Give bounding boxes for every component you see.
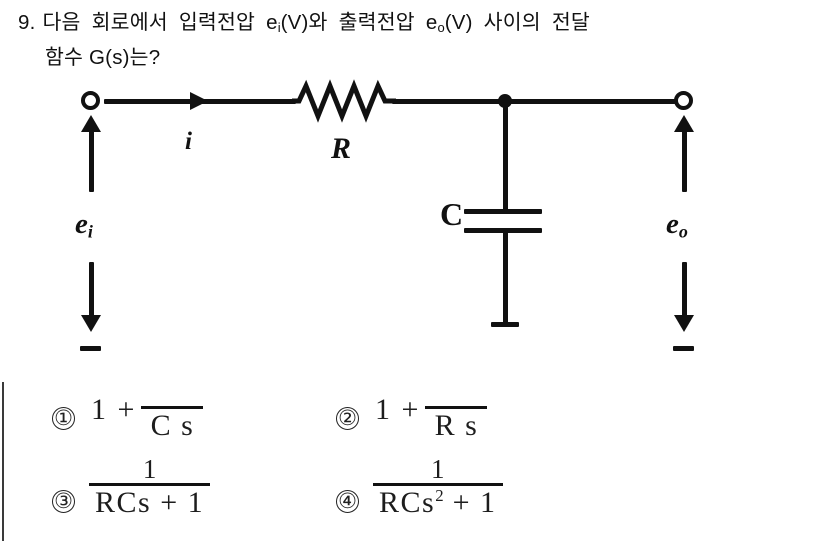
node-junction xyxy=(498,94,512,108)
answer-option-1-fraction-bar xyxy=(141,406,204,409)
question-word-4: (V)와 xyxy=(280,11,328,34)
input-arrow-stem-upper xyxy=(88,130,94,192)
input-polarity-arrow-down xyxy=(81,315,101,332)
capacitor-label: C xyxy=(440,196,464,232)
question-word-5: 출력전압 xyxy=(338,11,415,34)
output-voltage-symbol: e xyxy=(425,11,438,34)
answer-option-3-marker: ③ xyxy=(52,490,75,514)
answer-option-1[interactable]: ① 1 + C s xyxy=(52,386,204,442)
question-word-2: 회로에서 xyxy=(91,11,168,34)
answer-option-2-denominator: R s xyxy=(434,409,479,442)
resistor-symbol xyxy=(292,79,396,123)
output-voltage-sub: o xyxy=(678,221,688,242)
output-voltage-label: eo xyxy=(666,208,688,242)
output-terminal xyxy=(674,91,693,110)
input-voltage-symbol: e xyxy=(266,11,278,34)
answer-option-1-lead: 1 + xyxy=(91,392,137,426)
answer-option-1-denominator: C s xyxy=(150,409,195,442)
answer-option-1-numerator xyxy=(159,386,186,406)
input-voltage-letter: e xyxy=(75,208,88,240)
capacitor-bottom-cap xyxy=(491,322,519,327)
input-voltage-sub: i xyxy=(87,221,93,242)
output-polarity-arrow-down xyxy=(674,315,694,332)
answer-option-2-marker: ② xyxy=(336,407,359,430)
output-minus-sign xyxy=(673,346,694,351)
answer-option-3-fraction: 1 RCs + 1 xyxy=(89,454,211,520)
answers-left-rule xyxy=(2,382,4,541)
output-voltage-letter: e xyxy=(666,208,679,240)
answer-option-2-lead: 1 + xyxy=(375,392,421,426)
input-voltage-subscript: i xyxy=(277,19,281,35)
question-word-3: 입력전압 xyxy=(178,11,256,34)
wire-capacitor-lower xyxy=(502,230,508,326)
answer-option-4-denominator-tail: + 1 xyxy=(443,486,497,520)
output-arrow-stem-upper xyxy=(681,130,687,192)
answer-option-3-denominator: RCs + 1 xyxy=(95,486,205,520)
circuit-diagram: i R ei C eo xyxy=(0,72,826,368)
answer-option-1-fraction: C s xyxy=(141,386,204,442)
current-label: i xyxy=(185,128,192,155)
question-number: 9. xyxy=(18,11,36,34)
input-arrow-stem-lower xyxy=(88,262,94,318)
answer-option-4-fraction-bar xyxy=(373,483,503,487)
answer-option-4[interactable]: ④ 1 RCs2 + 1 xyxy=(336,455,503,519)
answer-option-2-fraction-bar xyxy=(425,406,488,409)
wire-top-middle xyxy=(392,99,510,104)
input-minus-sign xyxy=(80,346,101,351)
question-word-7: 사이의 xyxy=(483,11,541,34)
answer-option-4-fraction: 1 RCs2 + 1 xyxy=(373,455,503,519)
answer-option-2[interactable]: ② 1 + R s xyxy=(336,386,488,442)
question-line-2: 함수 G(s)는? xyxy=(45,45,161,69)
question-word-6: (V) xyxy=(444,11,473,34)
answer-option-4-denominator-exponent: 2 xyxy=(435,486,444,506)
input-polarity-arrow-up xyxy=(81,115,101,132)
answer-option-1-marker: ① xyxy=(52,407,75,430)
resistor-label: R xyxy=(331,132,352,165)
answer-option-3[interactable]: ③ 1 RCs + 1 xyxy=(52,454,211,520)
output-arrow-stem-lower xyxy=(681,262,687,318)
output-polarity-arrow-up xyxy=(674,115,694,132)
answer-option-1-expression: 1 + C s xyxy=(91,386,204,442)
output-voltage-subscript: o xyxy=(437,19,445,35)
current-direction-arrow xyxy=(190,92,208,110)
question-word-8: 전달 xyxy=(551,11,590,34)
answer-option-4-denominator: RCs2 + 1 xyxy=(373,486,503,519)
answer-option-4-denominator-base: RCs xyxy=(379,486,436,520)
wire-top-right xyxy=(506,99,678,104)
wire-capacitor-upper xyxy=(502,102,508,210)
answer-option-3-numerator: 1 xyxy=(142,454,157,484)
input-terminal xyxy=(81,91,100,110)
capacitor-plate-top xyxy=(464,209,542,214)
answer-option-2-expression: 1 + R s xyxy=(375,386,488,442)
input-voltage-label: ei xyxy=(75,208,93,242)
question-word-1: 다음 xyxy=(42,11,81,34)
answer-option-3-fraction-bar xyxy=(89,483,211,487)
answer-option-2-fraction: R s xyxy=(425,386,488,442)
answer-option-4-numerator: 1 xyxy=(431,454,445,484)
answer-option-3-expression: 1 RCs + 1 xyxy=(89,454,211,520)
answer-option-4-marker: ④ xyxy=(336,490,359,514)
answer-option-2-numerator xyxy=(443,386,470,406)
answer-option-4-expression: 1 RCs2 + 1 xyxy=(373,455,503,519)
answer-options: ① 1 + C s ② 1 + R s ③ 1 xyxy=(0,370,826,541)
